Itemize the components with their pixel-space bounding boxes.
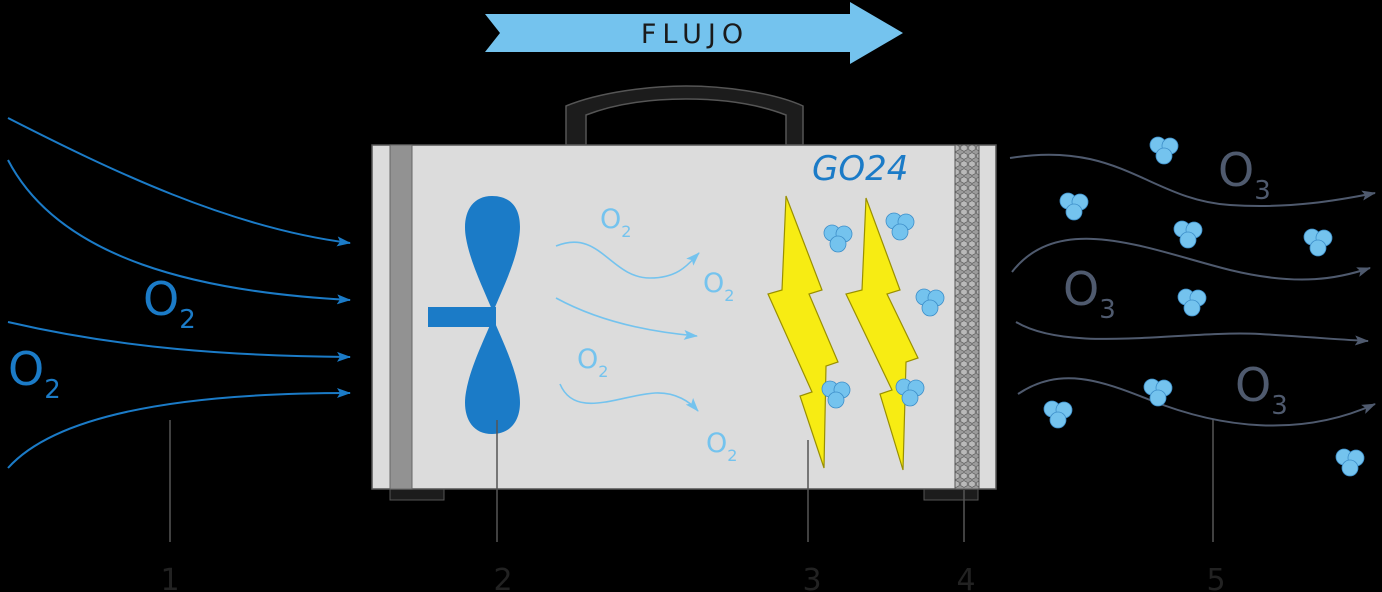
foot-right xyxy=(923,487,979,501)
output-o3-label-3: O3 xyxy=(1235,358,1288,421)
callout-lines xyxy=(169,420,1214,542)
ozone-filter-mesh xyxy=(954,144,980,490)
svg-text:O3: O3 xyxy=(1063,262,1116,325)
callout-number-3: 3 xyxy=(802,563,821,592)
internal-o2-label-1: O2 xyxy=(600,204,631,241)
lightning-bolt-icon xyxy=(845,197,919,471)
callout-number-1: 1 xyxy=(160,563,179,592)
fan-icon xyxy=(428,196,520,434)
callout-number-4: 4 xyxy=(956,563,975,592)
output-o3-label-2: O3 xyxy=(1063,262,1116,325)
svg-text:O3: O3 xyxy=(1235,358,1288,421)
svg-text:O2: O2 xyxy=(600,204,631,241)
svg-text:O2: O2 xyxy=(706,428,737,465)
flow-arrow: FLUJO xyxy=(485,2,903,64)
svg-text:O3: O3 xyxy=(1218,143,1271,206)
intake-o2-label-upper: O2 xyxy=(143,272,196,335)
intake-arrow-4 xyxy=(7,388,351,469)
callout-number-2: 2 xyxy=(493,563,512,592)
output-o3-label-1: O3 xyxy=(1218,143,1271,206)
svg-text:O2: O2 xyxy=(143,272,196,335)
intake-o2-label-lower: O2 xyxy=(8,342,61,405)
svg-text:O2: O2 xyxy=(577,344,608,381)
intake-arrow-2 xyxy=(7,159,351,305)
callout-number-5: 5 xyxy=(1206,563,1225,592)
intake-air-arrows xyxy=(7,117,351,469)
internal-o2-label-3: O2 xyxy=(577,344,608,381)
lightning-bolt-icon xyxy=(767,195,839,469)
brand-logo: GO24 xyxy=(812,149,908,189)
internal-o2-label-2: O2 xyxy=(703,268,734,305)
svg-text:O2: O2 xyxy=(8,342,61,405)
svg-text:O2: O2 xyxy=(703,268,734,305)
carry-handle xyxy=(565,85,804,146)
internal-airflow-arrows xyxy=(555,241,700,412)
intake-arrow-1 xyxy=(7,117,351,247)
flow-label: FLUJO xyxy=(641,19,749,50)
foot-left xyxy=(389,487,445,501)
intake-arrow-3 xyxy=(7,321,351,362)
internal-o2-label-4: O2 xyxy=(706,428,737,465)
intake-panel xyxy=(389,144,413,490)
